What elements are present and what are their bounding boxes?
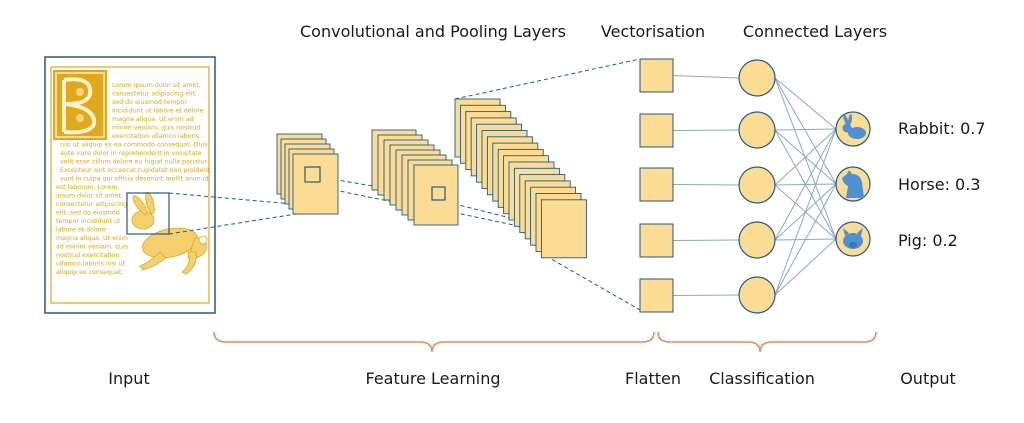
document-text-line: nisi ut aliquip ex ea commodo consequat.… <box>60 142 208 149</box>
document-text-line: exercitation ullamco laboris <box>112 133 199 140</box>
edge-flatten-hidden <box>672 184 740 186</box>
rabbit-icon <box>842 114 866 139</box>
flatten-unit <box>639 223 674 258</box>
document-text-line: incididunt ut labore et dolore <box>112 108 204 115</box>
hidden-neuron <box>738 59 776 97</box>
output-label-pig: Pig: 0.2 <box>898 231 958 250</box>
edge-hidden-output <box>774 128 837 131</box>
document-text-line: consectetur adipiscing elit, <box>112 91 197 98</box>
flatten-unit <box>639 113 674 148</box>
edge-flatten-hidden <box>672 239 740 241</box>
hidden-layer <box>738 59 776 314</box>
output-node-horse <box>835 166 871 202</box>
document-text-line: ipsum dolor sit amet, <box>56 193 123 200</box>
illuminated-letter-icon <box>53 70 107 140</box>
document-text-line: aliquip ex consequat. <box>56 269 123 276</box>
stage-feature-learning: Feature Learning <box>365 369 500 388</box>
document-text: Lorem ipsum dolor sit amet, consectetur a… <box>56 82 212 276</box>
feature-map-stack-2 <box>371 129 459 226</box>
output-layer <box>835 111 871 257</box>
stage-input: Input <box>108 369 149 388</box>
document-text-line: sunt in culpa qui officia deserunt molli… <box>60 176 209 183</box>
conv-filter-window <box>304 166 321 183</box>
input-document: Lorem ipsum dolor sit amet, consectetur a… <box>44 56 216 314</box>
edge-hidden-output <box>774 238 837 296</box>
flatten-unit <box>639 167 674 202</box>
horse-icon <box>842 170 864 198</box>
feature-map-stack-1 <box>276 133 339 215</box>
document-text-line: aute irure dolor in reprehenderit in vol… <box>60 150 202 157</box>
document-text-line: elit, sed do eiusmod <box>56 210 120 217</box>
edge-flatten-hidden <box>672 294 740 296</box>
output-node-rabbit <box>835 111 871 147</box>
brace-feature-learning <box>213 331 655 353</box>
hidden-neuron <box>738 111 776 149</box>
edge-hidden-output <box>774 183 837 296</box>
flatten-unit <box>639 278 674 313</box>
document-text-line: magna aliqua. Ut enim <box>56 235 128 242</box>
output-label-rabbit: Rabbit: 0.7 <box>898 119 986 138</box>
heading-connected-layers: Connected Layers <box>743 22 887 41</box>
output-node-pig <box>835 221 871 257</box>
document-text-line: ad minim veniam, quis <box>56 244 128 251</box>
edge-hidden-output <box>774 77 837 130</box>
stage-output: Output <box>900 369 956 388</box>
edge-hidden-output <box>774 128 837 296</box>
hidden-neuron <box>738 276 776 314</box>
edge-hidden-output <box>774 128 837 241</box>
output-label-horse: Horse: 0.3 <box>898 175 981 194</box>
network-connections <box>672 75 837 296</box>
edge-hidden-output <box>774 128 837 186</box>
document-text-line: nostrud exercitation <box>56 252 119 259</box>
stage-flatten: Flatten <box>625 369 681 388</box>
rabbit-illustration-icon <box>131 191 208 275</box>
flatten-unit <box>639 58 674 93</box>
hidden-neuron <box>738 221 776 259</box>
stage-classification: Classification <box>709 369 815 388</box>
feature-map <box>292 153 339 215</box>
edge-hidden-output <box>774 77 837 240</box>
hidden-neuron <box>738 166 776 204</box>
document-text-line: Excepteur sint occaecat cupidatat non pr… <box>60 167 212 174</box>
edge-flatten-hidden <box>672 129 740 131</box>
document-text-line: ullamco laboris nisi ut <box>56 261 126 268</box>
pool-filter-window <box>431 186 446 201</box>
edge-flatten-hidden <box>672 75 740 79</box>
heading-conv-pool-layers: Convolutional and Pooling Layers <box>300 22 566 41</box>
stage-braces <box>213 331 877 353</box>
heading-vectorisation: Vectorisation <box>601 22 705 41</box>
document-text-line: Lorem ipsum dolor sit amet, <box>112 82 201 89</box>
document-text-line: sed do eiusmod tempor <box>112 99 187 106</box>
edge-hidden-output <box>774 77 837 185</box>
document-text-line: velit esse cillum dolore eu fugiat nulla… <box>60 159 209 166</box>
feature-map <box>413 164 459 226</box>
document-text-line: minim veniam, quis nostrud <box>112 125 200 132</box>
document-text-line: labore et dolore <box>56 227 106 234</box>
feature-map-stack-3 <box>454 98 587 259</box>
document-text-line: consectetur adipiscing <box>56 201 127 208</box>
flatten-vector <box>639 58 674 313</box>
document-text-line: est laborum. Lorem <box>56 184 118 191</box>
pig-icon <box>843 228 863 249</box>
document-text-line: tempor incididunt ut <box>56 218 121 225</box>
brace-classification <box>657 331 877 353</box>
document-text-line: magna aliqua. Ut enim ad <box>112 116 194 123</box>
feature-map <box>540 199 587 259</box>
